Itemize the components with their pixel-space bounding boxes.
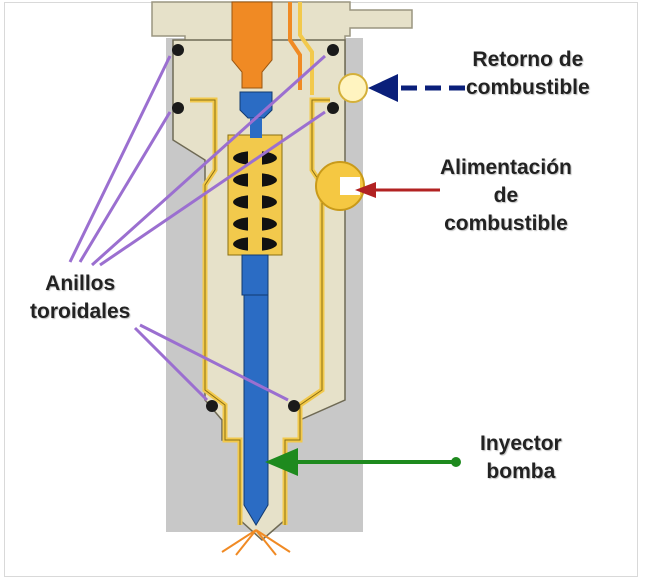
pump-injector-label: Inyector bomba	[480, 432, 562, 483]
o-rings	[172, 44, 339, 412]
fuel-supply-arrow	[355, 182, 440, 198]
supply-port-hole	[340, 177, 360, 195]
o-ring-mid-right	[327, 102, 339, 114]
return-channel	[288, 2, 302, 90]
o-ring-top-left	[172, 44, 184, 56]
o-rings-label: Anillos toroidales	[30, 272, 131, 323]
o-ring-pointer-lines	[68, 54, 327, 402]
fuel-passage-outline	[190, 99, 330, 525]
spring-core	[248, 140, 262, 252]
o-ring-low-left	[206, 400, 218, 412]
plunger-guide	[241, 254, 269, 296]
plunger-stem	[250, 118, 262, 138]
fuel-return-label: Retorno de combustible	[466, 48, 590, 99]
injector-pointer-arrow	[265, 448, 461, 476]
fuel-spray-icon	[221, 529, 291, 556]
plunger-needle	[243, 294, 269, 526]
return-channel-2	[298, 2, 314, 95]
o-ring-low-right	[288, 400, 300, 412]
o-ring-top-right	[327, 44, 339, 56]
fuel-return-arrow	[368, 74, 465, 102]
top-orange-rod	[231, 1, 273, 89]
fuel-supply-label: Alimentación de combustible	[440, 156, 572, 235]
plunger-head	[239, 91, 273, 119]
o-ring-mid-left	[172, 102, 184, 114]
return-port	[338, 73, 368, 103]
